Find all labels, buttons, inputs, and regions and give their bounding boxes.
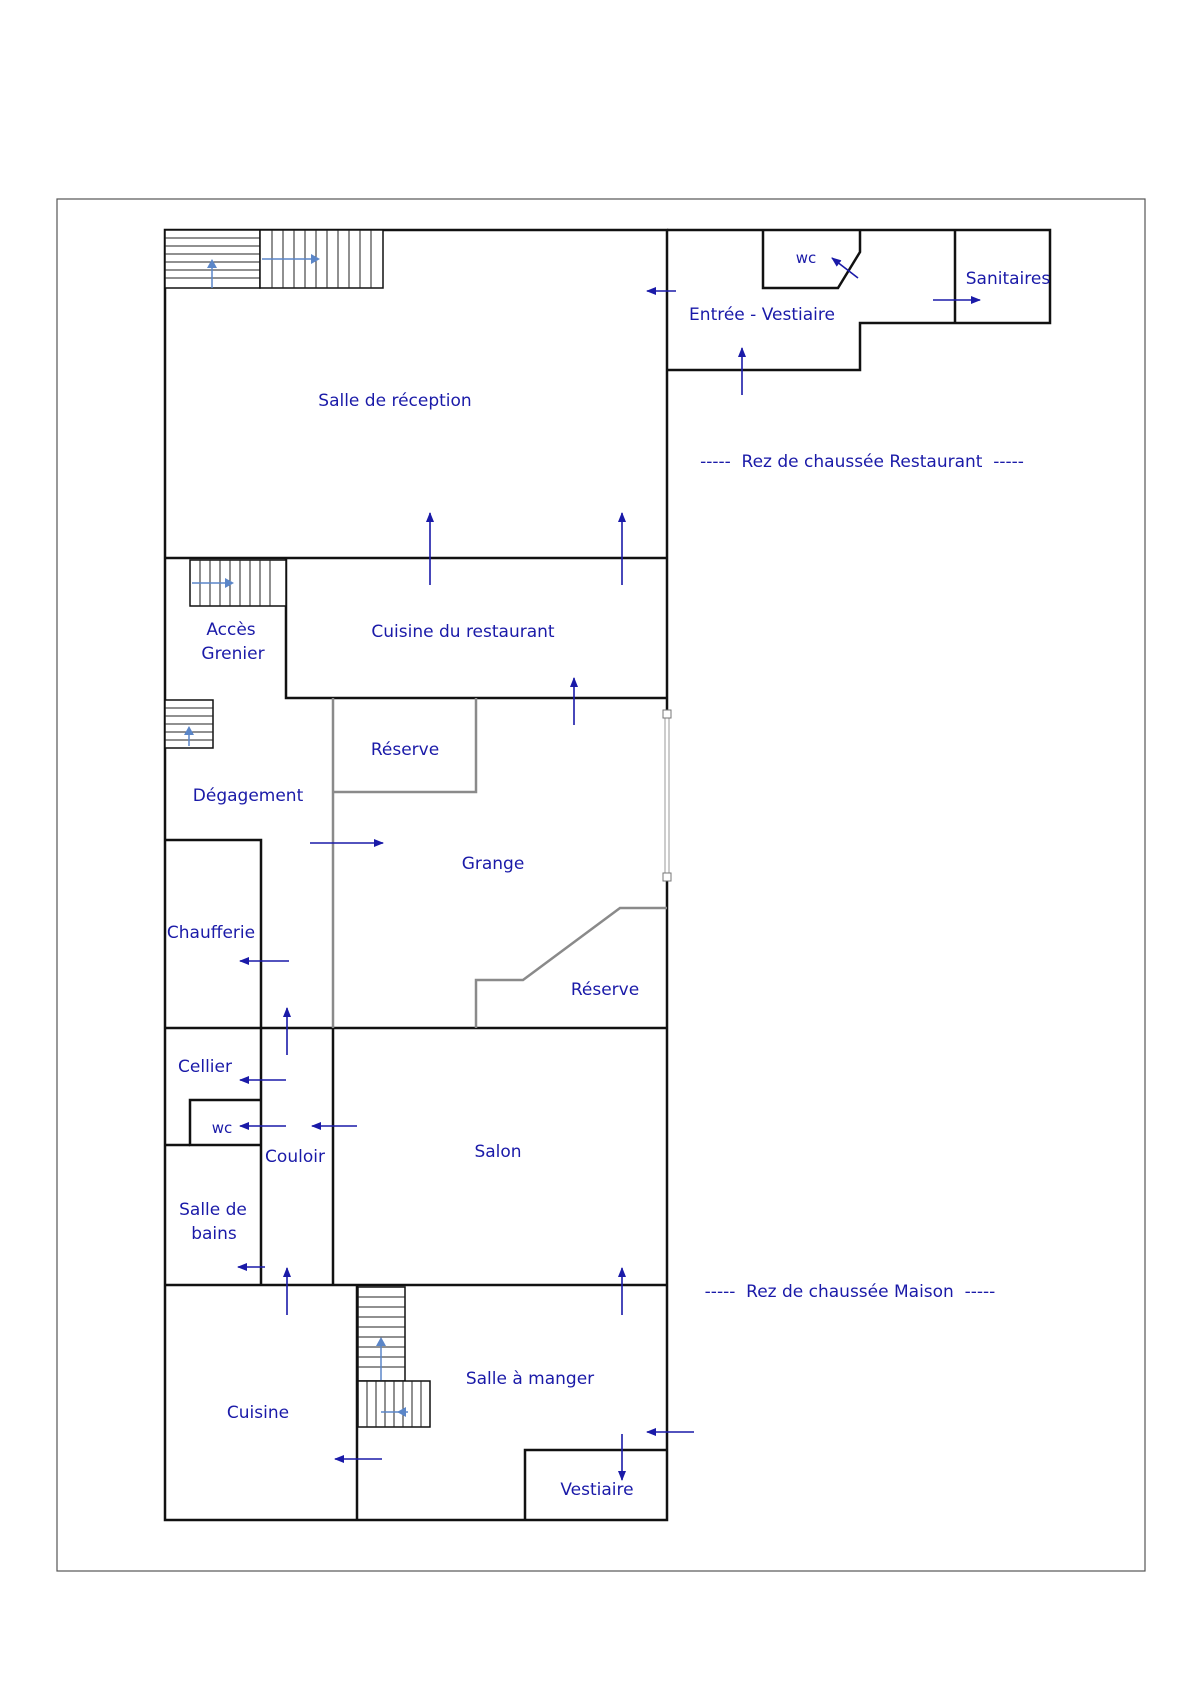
label-acces-grenier-1: Accès (206, 620, 255, 640)
label-degagement: Dégagement (193, 786, 304, 806)
outer-wall (163, 228, 669, 1522)
section-title-maison: ----- Rez de chaussée Maison ----- (705, 1282, 996, 1302)
page-frame (56, 198, 1146, 1572)
label-couloir: Couloir (265, 1147, 325, 1167)
chaufferie-wall (165, 838, 263, 1028)
stair-reception-b (259, 229, 384, 289)
label-salle-a-manger: Salle à manger (466, 1369, 594, 1389)
label-chaufferie: Chaufferie (167, 923, 255, 943)
label-wc-bottom: wc (212, 1119, 233, 1137)
room-labels: Salle de réception Entrée - Vestiaire wc… (167, 249, 1050, 1500)
stair-salle-manger-b (357, 1380, 431, 1428)
label-salon: Salon (474, 1142, 521, 1162)
walls (163, 228, 1052, 1522)
wc-top-wall (761, 230, 862, 290)
circulation-arrows (237, 257, 981, 1481)
label-acces-grenier-2: Grenier (201, 644, 264, 664)
label-reserve-1: Réserve (371, 740, 439, 760)
partitions (331, 698, 667, 1028)
label-sanitaires: Sanitaires (966, 269, 1051, 289)
label-salle-reception: Salle de réception (318, 391, 471, 411)
label-grange: Grange (462, 854, 525, 874)
label-cuisine-restaurant: Cuisine du restaurant (371, 622, 555, 642)
stair-degagement (164, 699, 214, 749)
arrow-into-wc-top (831, 257, 859, 279)
grange-opening (662, 709, 672, 882)
label-entree-vestiaire: Entrée - Vestiaire (689, 305, 835, 325)
entree-wing-wall (667, 228, 1052, 372)
label-wc-top: wc (796, 249, 817, 267)
label-sdb-1: Salle de (179, 1200, 247, 1220)
stair-acces-grenier (189, 559, 287, 607)
section-titles: ----- Rez de chaussée Restaurant ----- -… (700, 452, 1024, 1302)
label-reserve-2: Réserve (571, 980, 639, 1000)
reserve-1-partition (333, 698, 478, 794)
label-vestiaire: Vestiaire (560, 1480, 633, 1500)
reserve-2-partition (474, 906, 667, 1028)
stair-reception-a (164, 229, 261, 289)
vestiaire-wall (523, 1448, 667, 1520)
section-title-restaurant: ----- Rez de chaussée Restaurant ----- (700, 452, 1024, 472)
label-cuisine: Cuisine (227, 1403, 289, 1423)
wc-bottom-wall (188, 1098, 261, 1147)
label-sdb-2: bains (191, 1224, 237, 1244)
stair-salle-manger-a (357, 1286, 406, 1412)
label-cellier: Cellier (178, 1057, 232, 1077)
